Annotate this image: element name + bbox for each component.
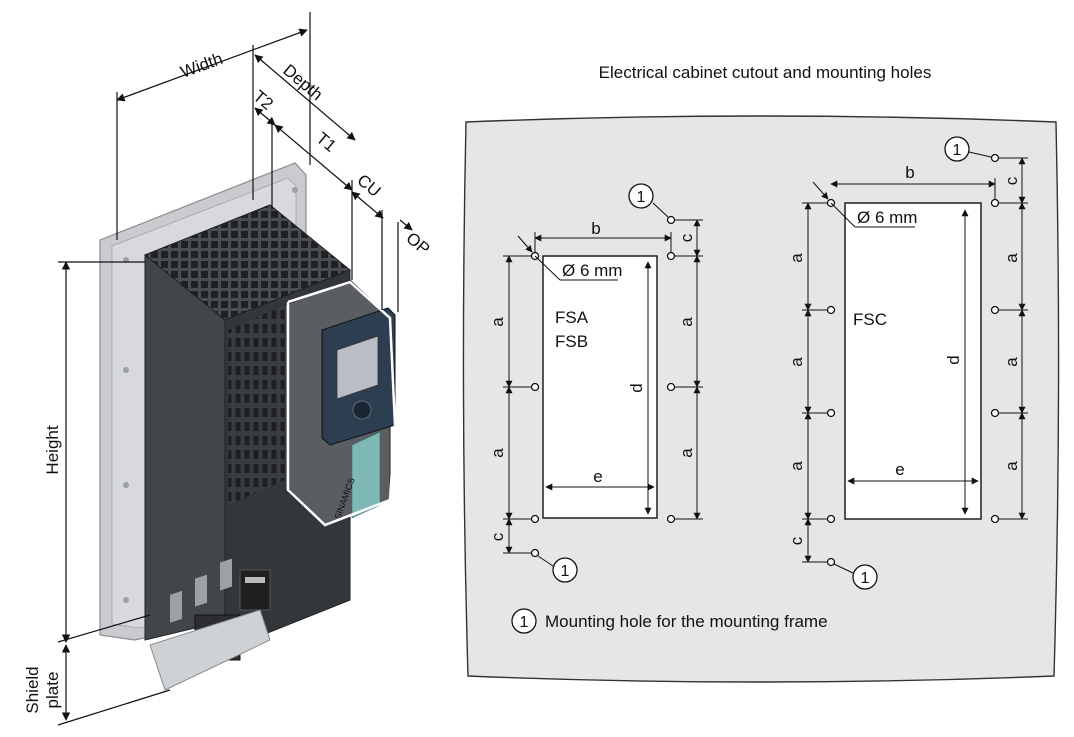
front-vents (228, 305, 285, 505)
shield-label-line2: plate (43, 672, 62, 709)
svg-text:1: 1 (561, 563, 570, 580)
legend-callout-number: 1 (520, 614, 529, 631)
callout-fsa-top: 1 (628, 183, 669, 218)
callout-fsa-bottom: 1 (537, 555, 578, 583)
hole-leader-fsc (812, 181, 829, 200)
shield-label-line1: Shield (23, 666, 42, 713)
shield-plate-slots (170, 558, 232, 623)
hole (530, 548, 540, 558)
cutout-fsa-fsb: FSA FSB (488, 183, 703, 583)
t1-label: T1 (312, 129, 339, 156)
hole (666, 514, 676, 524)
cutout-rect-fsc (844, 202, 982, 520)
width-dimension (116, 28, 308, 102)
labels-fsc: b a a a c a a a c d e Ø 6 mm (787, 163, 1021, 545)
hole (990, 514, 1000, 524)
frame-label-fsc: FSC (853, 310, 887, 329)
cu-label: CU (353, 171, 384, 201)
height-ext-bottom (57, 614, 151, 643)
label-c: c (677, 233, 696, 242)
hole (666, 215, 676, 225)
hole (666, 382, 676, 392)
callout-fsc-bottom: 1 (833, 563, 878, 590)
label-b: b (591, 219, 600, 238)
label-e: e (593, 467, 602, 486)
hole (826, 408, 836, 418)
hole-leader-fsa-2 (534, 255, 561, 281)
right-title: Electrical cabinet cutout and mounting h… (599, 63, 932, 82)
svg-text:1: 1 (953, 142, 962, 159)
width-label: Width (178, 49, 225, 82)
callout-fsc-top: 1 (944, 136, 992, 162)
label-a: a (1002, 461, 1021, 471)
legend-text: Mounting hole for the mounting frame (545, 612, 828, 631)
holes-fsc (826, 153, 1000, 567)
holes-fsa (530, 215, 676, 558)
hole-leader-fsa (517, 235, 533, 253)
label-a: a (677, 448, 696, 458)
hole (990, 198, 1000, 208)
label-a: a (488, 448, 507, 458)
frame-label-fsa: FSA (555, 308, 589, 327)
legend: 1 Mounting hole for the mounting frame (511, 608, 828, 634)
cutout-fsc: FSC (787, 136, 1028, 590)
label-a: a (1002, 253, 1021, 263)
svg-text:1: 1 (637, 189, 646, 206)
labels-fsa: b a a c a a c d e Ø 6 mm (488, 219, 696, 541)
label-d: d (944, 355, 963, 364)
label-plate-stripe (245, 577, 265, 583)
hole (666, 251, 676, 261)
op-label: OP (402, 229, 433, 259)
cu-dimension (351, 191, 384, 219)
legend-callout (511, 608, 537, 634)
left-dimensions (57, 12, 413, 726)
op-dimension (399, 219, 413, 231)
cu-outline (286, 280, 397, 527)
hole (826, 514, 836, 524)
label-c: c (488, 532, 507, 541)
hole-size-label: Ø 6 mm (562, 261, 622, 280)
label-c: c (787, 536, 806, 545)
label-a: a (488, 317, 507, 327)
label-a: a (787, 357, 806, 367)
label-d: d (627, 383, 646, 392)
shield-plate (149, 609, 271, 691)
op-navigation-wheel (352, 400, 372, 420)
hole (990, 305, 1000, 315)
cutout-rect-fsa (542, 255, 658, 519)
label-a: a (787, 461, 806, 471)
hole (826, 305, 836, 315)
hole (530, 382, 540, 392)
op-screen (336, 335, 379, 400)
frame-label-fsb: FSB (555, 332, 588, 351)
hole (826, 557, 836, 567)
label-c: c (1002, 176, 1021, 185)
device-illustration: SINAMICS (99, 162, 397, 691)
hole (990, 153, 1000, 163)
hole-leader-fsc-2 (830, 202, 856, 228)
label-plate (239, 569, 271, 611)
t1-dimension (274, 124, 353, 191)
hole-size-label: Ø 6 mm (857, 208, 917, 227)
label-a: a (1002, 357, 1021, 367)
height-label: Height (43, 425, 62, 474)
hole (990, 408, 1000, 418)
hole (530, 514, 540, 524)
label-e: e (895, 460, 904, 479)
label-a: a (677, 317, 696, 327)
shield-ext-bottom (57, 689, 171, 726)
label-b: b (905, 163, 914, 182)
svg-text:1: 1 (861, 570, 870, 587)
label-a: a (787, 253, 806, 263)
